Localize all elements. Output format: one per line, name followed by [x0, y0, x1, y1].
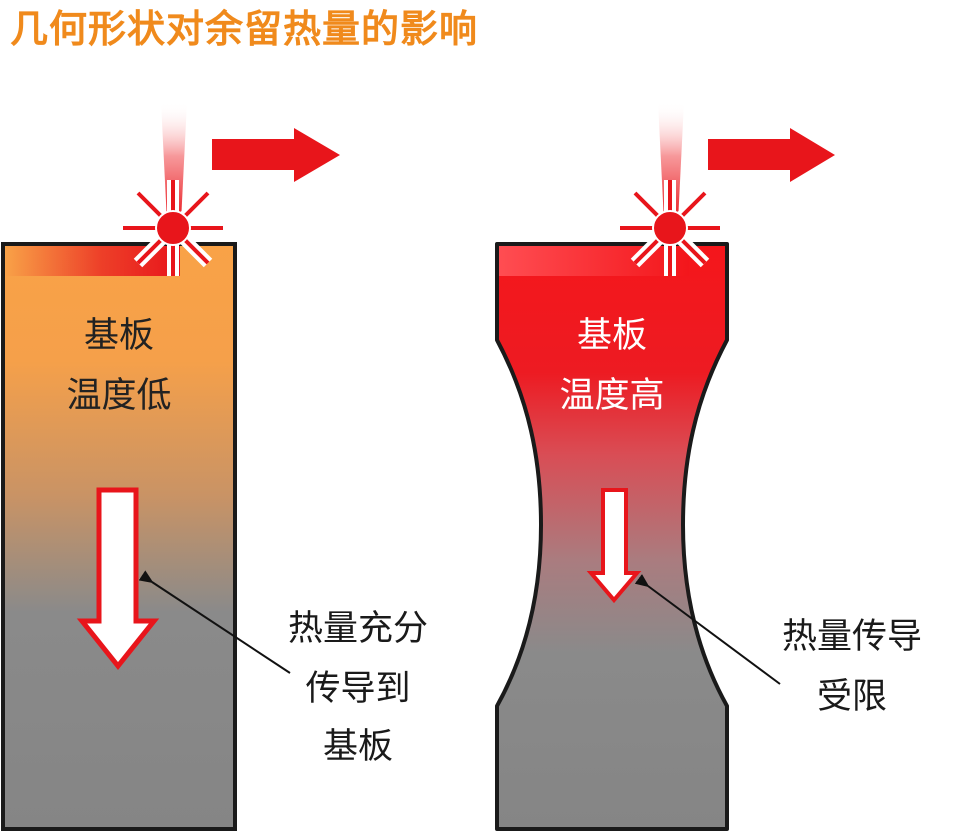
right-label-line2: 温度高 — [559, 376, 664, 416]
right-annotation-pointer — [634, 574, 781, 685]
right-annotation-line1: 热量传导 — [782, 617, 922, 657]
right-hot-spot — [499, 246, 689, 276]
left-annotation-line1: 热量充分 — [288, 609, 428, 649]
left-annotation-line3: 基板 — [323, 727, 393, 767]
right-heat-flow-arrow-icon — [586, 488, 642, 604]
right-laser-spark-icon — [620, 180, 720, 276]
left-scan-direction-arrow-icon — [212, 128, 340, 182]
left-label-line2: 温度低 — [66, 376, 171, 416]
left-panel: 基板 温度低 热量充分 传导到 基板 — [1, 102, 428, 831]
right-annotation-line2: 受限 — [817, 677, 887, 717]
left-annotation-line2: 传导到 — [305, 669, 410, 709]
right-label-line1: 基板 — [577, 316, 647, 356]
left-laser-spark-icon — [123, 180, 223, 276]
left-heat-flow-arrow-icon — [76, 487, 160, 671]
right-panel: 基板 温度高 热量传导 受限 — [495, 102, 922, 831]
right-scan-direction-arrow-icon — [708, 128, 835, 182]
page-title: 几何形状对余留热量的影响 — [10, 7, 479, 51]
left-annotation-pointer — [138, 570, 291, 674]
left-label-line1: 基板 — [84, 316, 154, 356]
